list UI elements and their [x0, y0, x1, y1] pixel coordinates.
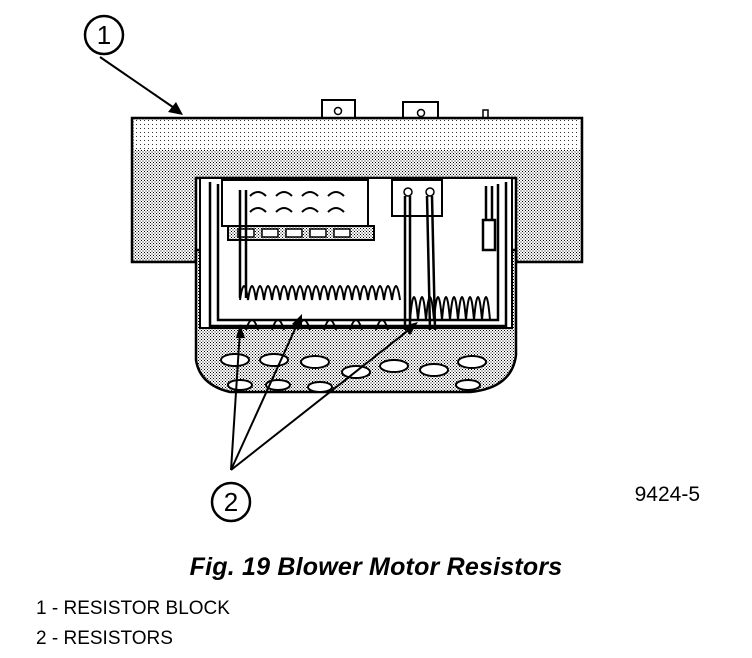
legend-number: 2 — [36, 628, 47, 649]
blower-motor-resistor-illustration: 1 2 9424-5 — [83, 14, 700, 523]
legend-item-resistors: 2 - RESISTORS — [36, 628, 173, 650]
resistor-block — [130, 99, 584, 264]
legend-separator: - — [46, 598, 64, 619]
callout-2: 2 — [210, 314, 418, 523]
figure-caption: Fig. 19 Blower Motor Resistors — [189, 553, 563, 581]
figure-code: 9424-5 — [635, 483, 700, 506]
resistor-leads — [208, 182, 508, 331]
legend-item-resistor-block: 1 - RESISTOR BLOCK — [36, 598, 230, 620]
callout-1: 1 — [83, 14, 183, 115]
legend-number: 1 — [36, 598, 47, 619]
callout-1-number: 1 — [97, 20, 111, 50]
legend-label: RESISTORS — [63, 628, 173, 649]
legend-separator: - — [46, 628, 64, 649]
legend-label: RESISTOR BLOCK — [63, 598, 230, 619]
callout-2-number: 2 — [224, 487, 238, 517]
